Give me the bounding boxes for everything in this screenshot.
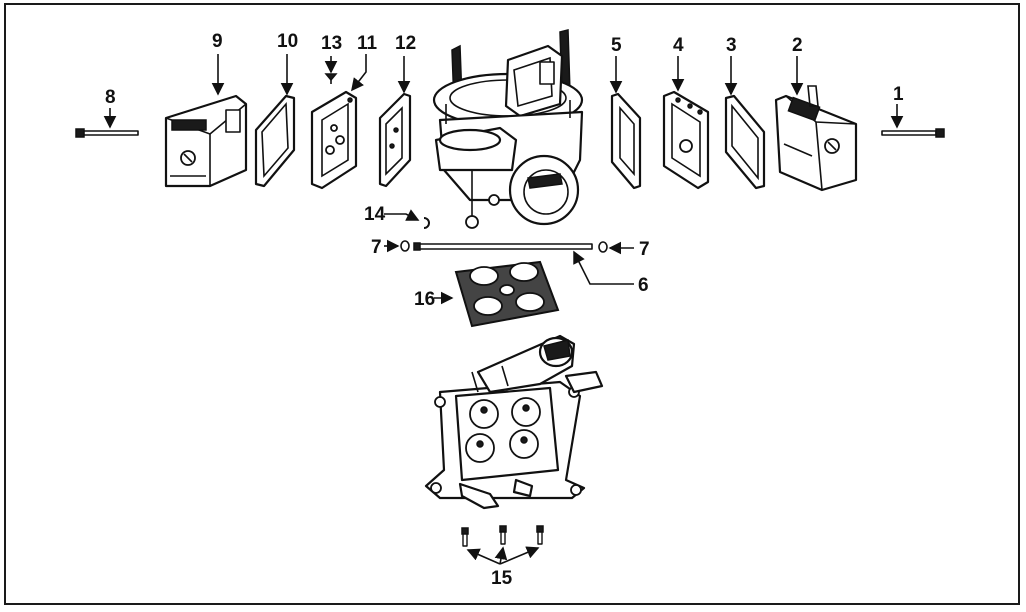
part-5-metering-gasket (610, 92, 642, 190)
callout-1: 1 (893, 84, 904, 105)
callout-13: 13 (321, 33, 342, 54)
part-9-fuel-bowl (164, 94, 248, 188)
carburetor-main-body (432, 29, 584, 229)
callout-6: 6 (638, 275, 649, 296)
part-15-screws (461, 525, 544, 547)
part-7-washer-right (598, 241, 608, 253)
callout-5: 5 (611, 35, 622, 56)
part-14-retaining-clip (423, 217, 430, 229)
callout-8: 8 (105, 87, 116, 108)
callout-3: 3 (726, 35, 737, 56)
part-3-bowl-gasket (724, 94, 766, 190)
part-11-metering-block (310, 90, 358, 190)
part-2-fuel-bowl (774, 85, 858, 192)
part-16-base-gasket (454, 260, 560, 328)
callout-11: 11 (357, 33, 378, 54)
callout-4: 4 (673, 35, 684, 56)
callout-14: 14 (364, 204, 386, 225)
part-4-metering-block (662, 90, 710, 190)
callout-15: 15 (491, 568, 513, 589)
part-12-metering-gasket (378, 92, 412, 188)
callout-7-right: 7 (639, 239, 650, 260)
part-1-long-screw (881, 128, 945, 138)
throttle-body (424, 334, 604, 510)
part-10-bowl-gasket (254, 94, 296, 188)
callout-10: 10 (277, 31, 298, 52)
part-7-washer-left (400, 240, 410, 252)
callout-12: 12 (395, 33, 416, 54)
callout-7-left: 7 (371, 237, 382, 258)
callout-9: 9 (212, 31, 223, 52)
part-13-small-screw (324, 73, 338, 84)
callout-2: 2 (792, 35, 803, 56)
callout-16: 16 (414, 289, 435, 310)
part-6-shaft (413, 242, 593, 251)
part-8-long-screw (75, 128, 139, 138)
leader-lines (103, 54, 904, 565)
